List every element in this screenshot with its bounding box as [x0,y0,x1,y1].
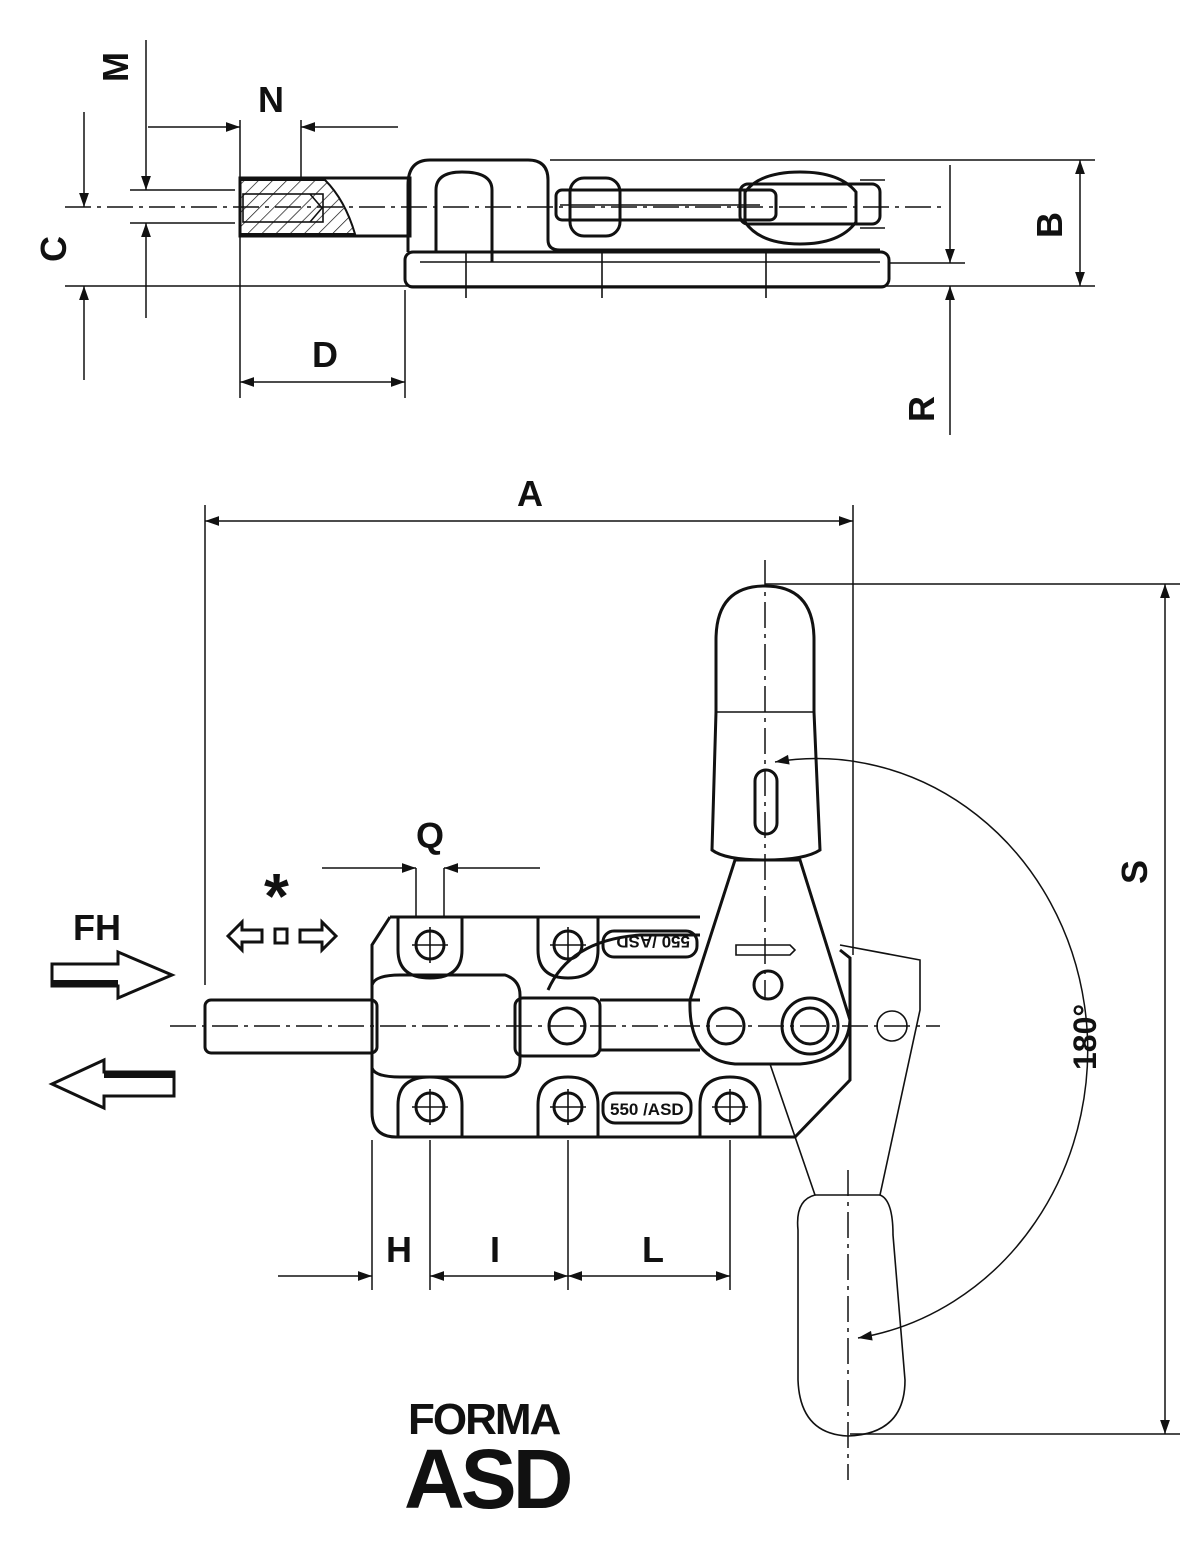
label-H: H [386,1229,412,1270]
side-view: N M C D B R [33,40,1095,435]
slot-symbol [225,918,339,954]
model-plate-text: 550 /ASD [610,1100,684,1119]
label-N: N [258,79,284,120]
forma-asd-logo: FORMA ASD [404,1395,575,1526]
label-D: D [312,334,338,375]
label-L: L [642,1229,664,1270]
label-B: B [1029,212,1070,238]
body-block [406,158,880,252]
model-plate-top [601,929,699,959]
label-M: M [95,52,136,82]
link-bar [554,188,778,222]
label-A: A [517,473,543,514]
label-R: R [901,396,942,422]
label-Q: Q [416,815,444,856]
label-I: I [490,1229,500,1270]
logo-asd: ASD [404,1432,571,1526]
plan-view: A S 550 /ASD [48,473,1180,1480]
label-C: C [33,236,74,262]
model-plate-top-text: 550 /ASD [616,932,690,951]
handle-side [743,170,858,246]
model-plate [601,1091,693,1125]
label-180-degrees: 180° [1067,1004,1103,1070]
note-asterisk: * [264,860,289,932]
label-S: S [1114,860,1155,884]
force-arrow-push [50,949,176,1001]
swing-arc-180 [774,754,1089,1341]
base-plate [403,250,891,289]
label-FH: FH [73,907,121,948]
logo-forma: FORMA [408,1395,561,1444]
handle-closed [710,584,822,862]
force-arrow-pull [48,1057,176,1111]
